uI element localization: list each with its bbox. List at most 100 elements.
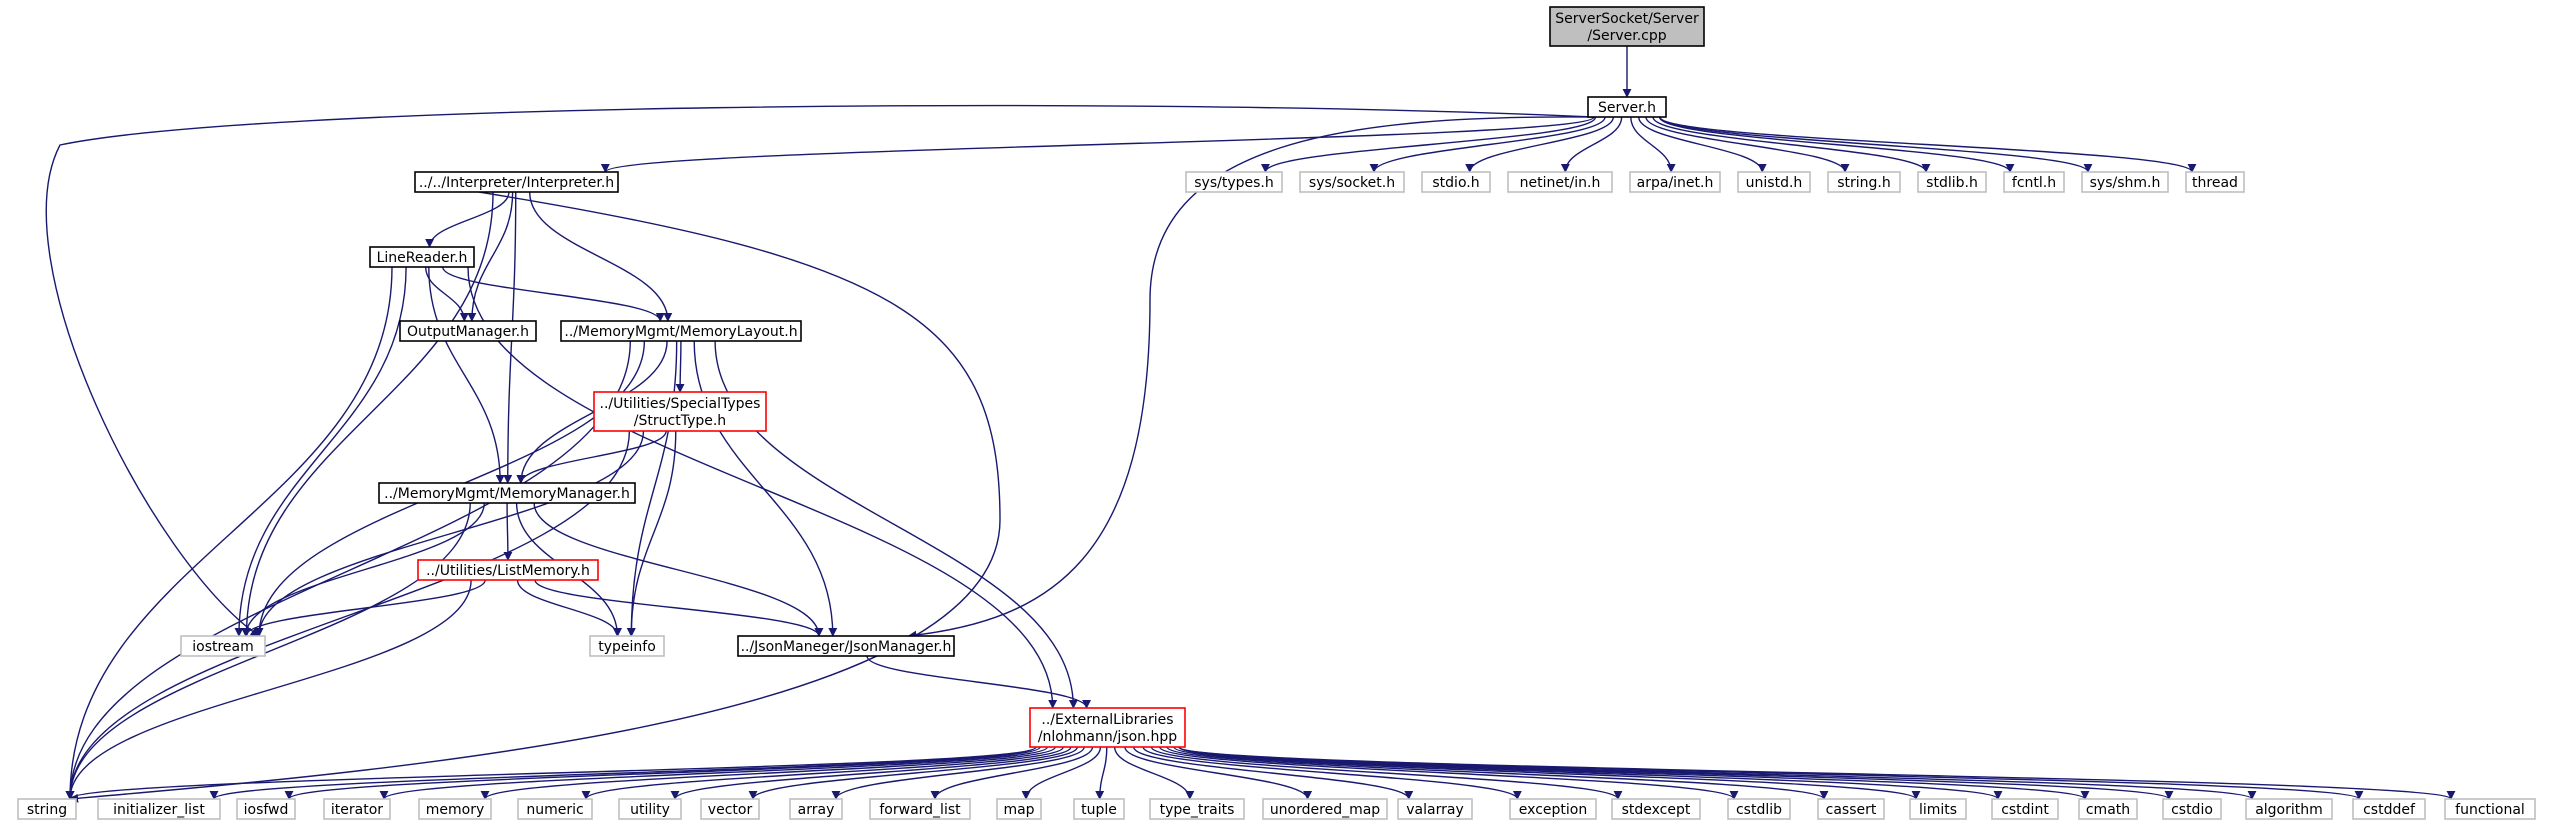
node-label: fcntl.h [2012, 175, 2056, 191]
node-thread: thread [2185, 171, 2245, 193]
edge-line [1113, 746, 1195, 800]
edge-json_hpp-to-string [65, 746, 1037, 800]
node-box [97, 798, 221, 820]
node-label: string [27, 802, 67, 818]
node-label: ../ExternalLibraries [1041, 712, 1173, 728]
edge-line [254, 430, 645, 637]
edge-linereader_h-to-outputmanager_h [424, 266, 469, 322]
edge-line [534, 579, 824, 637]
edge-json_hpp-to-memory [480, 746, 1056, 800]
node-box [2078, 798, 2138, 820]
node-string: string [17, 798, 77, 820]
edge-line [1465, 116, 1615, 173]
node-box [378, 482, 636, 504]
node-server-h[interactable]: Server.h [1587, 96, 1667, 118]
node-label: type_traits [1160, 802, 1235, 818]
edge-line [670, 746, 1072, 800]
node-label: iterator [331, 802, 383, 818]
node-fcntl-h: fcntl.h [2003, 171, 2065, 193]
edge-line [1178, 746, 2257, 800]
edge-line [907, 116, 1595, 640]
edge-line [1658, 116, 2015, 173]
node-structtype-h[interactable]: ../Utilities/SpecialTypes/StructType.h [593, 391, 767, 432]
edge-line [241, 502, 485, 637]
node-label: ../Utilities/ListMemory.h [426, 563, 590, 579]
edge-line [467, 191, 514, 322]
edge-json_hpp-to-forward_list [930, 746, 1094, 800]
node-box [1421, 171, 1491, 193]
node-box [996, 798, 1042, 820]
edge-line [1142, 746, 1522, 800]
edge-json_hpp-to-cstdint [1178, 746, 2003, 800]
edge-line [425, 191, 510, 248]
edge-json_hpp-to-iterator [379, 746, 1049, 800]
edge-line [65, 579, 472, 800]
edge-line [930, 746, 1094, 800]
node-box [2444, 798, 2536, 820]
node-json-hpp[interactable]: ../ExternalLibraries/nlohmann/json.hpp [1029, 707, 1186, 748]
node-box [1185, 171, 1283, 193]
node-memorymanager-h[interactable]: ../MemoryMgmt/MemoryManager.h [378, 482, 636, 504]
node-sys-types: sys/types.h [1185, 171, 1283, 193]
node-stdio-h: stdio.h [1421, 171, 1491, 193]
edge-server_h-to-sys_shm [1659, 116, 2093, 173]
edge-memorylayout_h-to-typeinfo [626, 340, 678, 637]
node-box [1827, 171, 1901, 193]
node-memorylayout-h[interactable]: ../MemoryMgmt/MemoryLayout.h [560, 320, 802, 342]
edge-line [1645, 116, 1850, 173]
edge-linereader_h-to-string [65, 266, 393, 800]
node-label: numeric [526, 802, 583, 818]
node-label: ../JsonManeger/JsonManager.h [741, 639, 952, 655]
edge-line [1659, 116, 2197, 173]
node-box [2003, 171, 2065, 193]
node-box [700, 798, 760, 820]
node-label: iosfwd [244, 802, 289, 818]
node-box [17, 798, 77, 820]
node-box [417, 559, 599, 581]
node-box [1629, 171, 1721, 193]
node-linereader-h[interactable]: LineReader.h [369, 246, 475, 268]
edge-linereader_h-to-memorymanager_h [428, 266, 505, 484]
edge-line [1158, 746, 1739, 800]
node-interpreter-h[interactable]: ../../Interpreter/Interpreter.h [414, 171, 619, 193]
node-box [593, 391, 767, 432]
node-arpa-inet: arpa/inet.h [1629, 171, 1721, 193]
node-outputmanager-h[interactable]: OutputManager.h [399, 320, 537, 342]
node-label: ../MemoryMgmt/MemoryManager.h [384, 486, 630, 502]
edge-line [234, 266, 407, 637]
node-box [517, 798, 593, 820]
node-label: forward_list [879, 802, 961, 818]
edge-json_hpp-to-cstddef [1178, 746, 2364, 800]
edge-line [533, 502, 824, 637]
node-array: array [789, 798, 843, 820]
node-box [180, 635, 266, 657]
edge-line [442, 266, 665, 322]
node-box [418, 798, 492, 820]
edge-line [1095, 746, 1108, 800]
edge-line [424, 266, 469, 322]
edge-line [693, 340, 838, 637]
node-box [1029, 707, 1186, 748]
edge-interpreter_h-to-iostream [241, 191, 494, 637]
node-listmemory-h[interactable]: ../Utilities/ListMemory.h [417, 559, 599, 581]
node-box [1397, 798, 1473, 820]
node-unordered-map: unordered_map [1262, 798, 1388, 820]
node-box [1073, 798, 1125, 820]
node-server-cpp[interactable]: ServerSocket/Server/Server.cpp [1549, 6, 1705, 47]
edge-line [1560, 116, 1623, 173]
node-jsonmanager-h[interactable]: ../JsonManeger/JsonManager.h [737, 635, 955, 657]
node-box [2352, 798, 2426, 820]
node-label: sys/shm.h [2090, 175, 2161, 191]
node-initializer-list: initializer_list [97, 798, 221, 820]
edge-memorymanager_h-to-iostream [241, 502, 485, 637]
node-typeinfo: typeinfo [589, 635, 665, 657]
node-sys-socket: sys/socket.h [1299, 171, 1405, 193]
edge-json_hpp-to-cmath [1178, 746, 2090, 800]
node-stdlib-h: stdlib.h [1917, 171, 1987, 193]
edge-line [69, 191, 1001, 803]
node-box [1917, 171, 1987, 193]
node-label: stdio.h [1432, 175, 1479, 191]
node-label: cmath [2086, 802, 2130, 818]
node-box [2185, 171, 2245, 193]
